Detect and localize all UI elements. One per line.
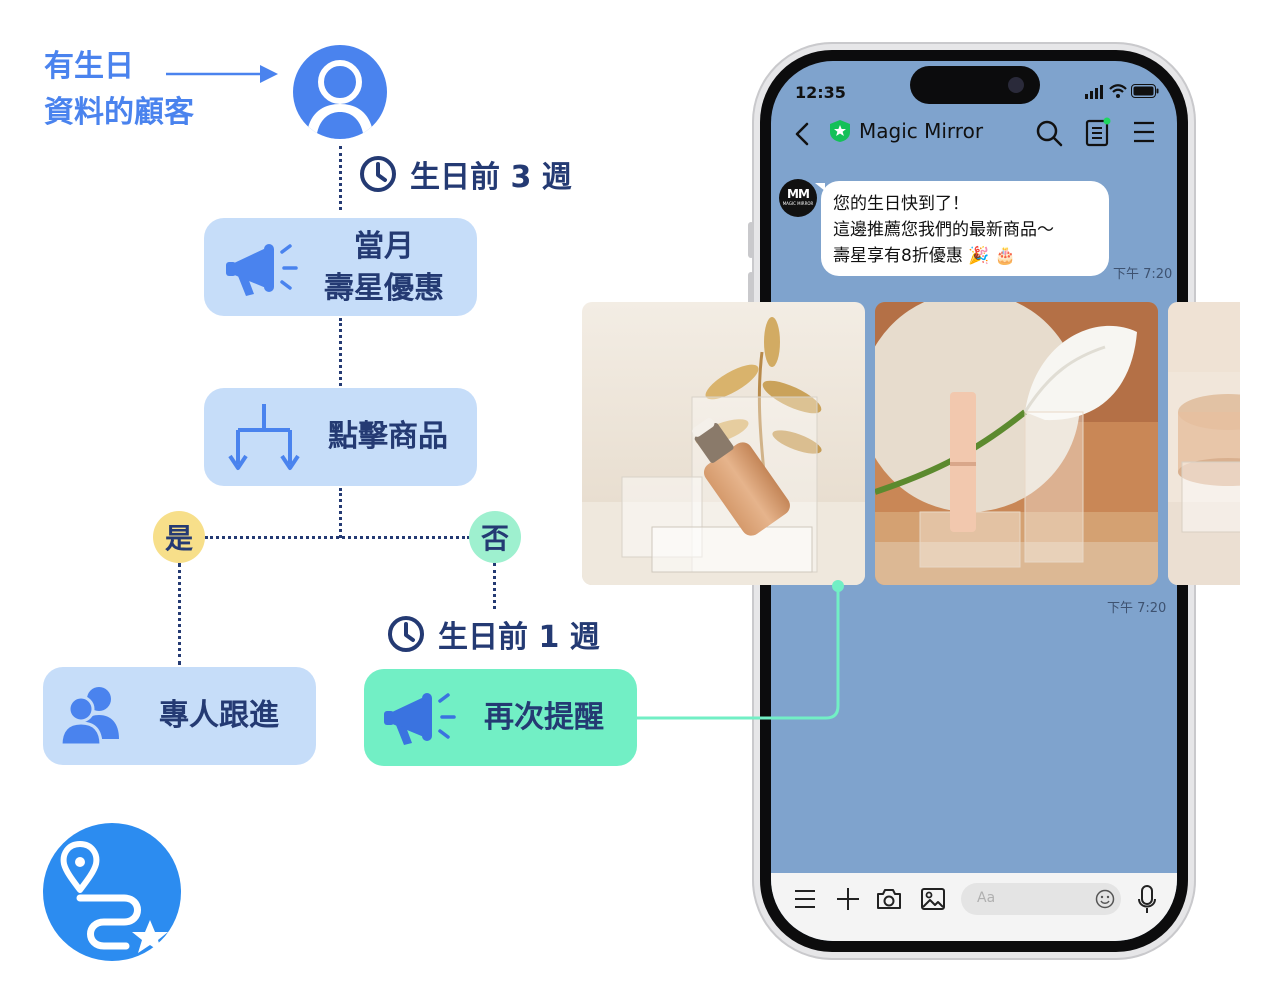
connector-birthday-to-click xyxy=(339,318,342,386)
start-label-line2: 資料的顧客 xyxy=(44,95,194,130)
product-card-lipstick[interactable] xyxy=(875,302,1158,585)
product-image-cream xyxy=(1168,302,1240,585)
timing-1-week-label: 生日前 1 週 xyxy=(438,620,600,655)
megaphone-icon xyxy=(226,244,298,296)
chat-title: Magic Mirror xyxy=(859,119,984,143)
plus-icon[interactable] xyxy=(836,887,860,911)
status-time: 12:35 xyxy=(795,83,846,102)
phone-side-button xyxy=(748,222,754,258)
avatar-text: MM xyxy=(787,187,810,201)
node-personal-followup[interactable]: 專人跟進 xyxy=(43,667,316,765)
journey-logo-icon xyxy=(43,823,181,961)
dynamic-island xyxy=(910,66,1040,104)
badge-no: 否 xyxy=(469,511,521,563)
node-personal-followup-label: 專人跟進 xyxy=(159,698,279,733)
connector-start-to-timing xyxy=(339,146,342,210)
message-line2: 這邊推薦您我們的最新商品～ xyxy=(833,220,1054,240)
connector-yes-to-followup xyxy=(178,563,181,665)
timing-3-weeks: 生日前 3 週 xyxy=(358,152,572,196)
start-label-line1: 有生日 xyxy=(44,49,134,84)
timing-3-weeks-label: 生日前 3 週 xyxy=(410,160,572,195)
timing-1-week: 生日前 1 週 xyxy=(386,612,600,656)
people-icon xyxy=(59,687,119,747)
node-reminder[interactable]: 再次提醒 xyxy=(364,669,637,766)
start-arrow xyxy=(166,65,278,83)
node-birthday-offer-label: 當月 壽星優惠 xyxy=(304,226,464,310)
node-click-product-label: 點擊商品 xyxy=(328,419,448,454)
message-time: 下午 7:20 xyxy=(1113,267,1173,282)
start-label: 有生日 資料的顧客 xyxy=(44,44,194,136)
note-icon[interactable] xyxy=(1085,117,1111,147)
connector-branch-horizontal xyxy=(205,536,470,539)
message-input[interactable]: Aa xyxy=(961,883,1121,915)
megaphone-icon xyxy=(384,693,456,745)
message-bubble[interactable]: 您的生日快到了！ 這邊推薦您我們的最新商品～ 壽星享有8折優惠 🎉 🎂 xyxy=(821,181,1109,276)
battery-icon xyxy=(1131,84,1159,98)
message-line1: 您的生日快到了！ xyxy=(833,194,969,214)
clock-icon xyxy=(360,156,396,192)
carousel-time: 下午 7:20 xyxy=(1107,601,1167,616)
user-icon xyxy=(293,45,387,139)
menu-icon[interactable] xyxy=(793,887,817,911)
connector-reminder-to-carousel xyxy=(636,580,844,720)
avatar-subtext: MAGIC MIRROR xyxy=(782,201,814,206)
node-birthday-offer[interactable]: 當月 壽星優惠 xyxy=(204,218,477,316)
connector-click-to-branch xyxy=(339,488,342,538)
verified-badge-icon xyxy=(830,120,850,142)
image-icon[interactable] xyxy=(920,887,946,911)
wifi-icon xyxy=(1109,84,1127,98)
product-image-serum xyxy=(582,302,865,585)
message-tail xyxy=(815,183,825,191)
message-input-placeholder: Aa xyxy=(977,890,996,906)
avatar: MM MAGIC MIRROR xyxy=(779,179,817,217)
product-card-serum[interactable] xyxy=(582,302,865,585)
message-line3: 壽星享有8折優惠 🎉 🎂 xyxy=(833,246,1016,266)
search-icon[interactable] xyxy=(1035,119,1063,147)
node-reminder-label: 再次提醒 xyxy=(484,700,604,735)
connector-no-to-timing xyxy=(493,563,496,609)
product-card-cream[interactable] xyxy=(1168,302,1240,585)
menu-icon[interactable] xyxy=(1132,120,1156,144)
emoji-icon[interactable] xyxy=(1095,889,1115,909)
mic-icon[interactable] xyxy=(1137,885,1157,915)
node-birthday-offer-line2: 壽星優惠 xyxy=(324,271,444,306)
clock-icon xyxy=(388,616,424,652)
back-icon[interactable] xyxy=(791,121,813,147)
split-arrows-icon xyxy=(228,404,300,470)
camera-icon[interactable] xyxy=(876,887,902,911)
node-birthday-offer-line1: 當月 xyxy=(354,229,414,264)
badge-yes: 是 xyxy=(153,511,205,563)
node-click-product[interactable]: 點擊商品 xyxy=(204,388,477,486)
signal-icon xyxy=(1085,85,1103,99)
product-image-lipstick xyxy=(875,302,1158,585)
